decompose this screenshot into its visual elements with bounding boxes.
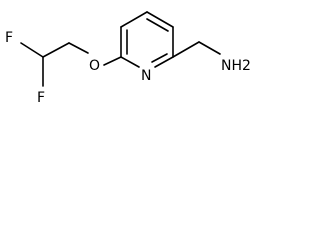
chemical-structure-diagram: F F O N NH2 [5, 11, 251, 106]
bond-c2-n-inner [151, 53, 168, 63]
bond-c5-c4 [120, 11, 148, 28]
atom-label-fluorine-top: F [5, 30, 13, 46]
atom-label-oxygen: O [89, 58, 100, 74]
bond-c2-ch2 [172, 41, 200, 58]
atom-label-fluorine-bottom: F [37, 90, 45, 106]
bond-c2-n [154, 56, 174, 68]
bond-c4-c3 [146, 11, 174, 28]
bond-f-top-c [20, 42, 44, 58]
bond-ch2-nh2 [198, 41, 221, 55]
bond-n-c6 [120, 56, 140, 68]
bond-o-c6 [103, 56, 122, 66]
bond-chf2-ch2 [42, 42, 70, 58]
bond-ch2-o [68, 42, 89, 54]
atom-label-amine: NH2 [221, 58, 251, 74]
bond-c4-c3-inner [146, 18, 169, 32]
bond-group [20, 11, 221, 87]
atom-label-ring-nitrogen: N [141, 68, 151, 84]
